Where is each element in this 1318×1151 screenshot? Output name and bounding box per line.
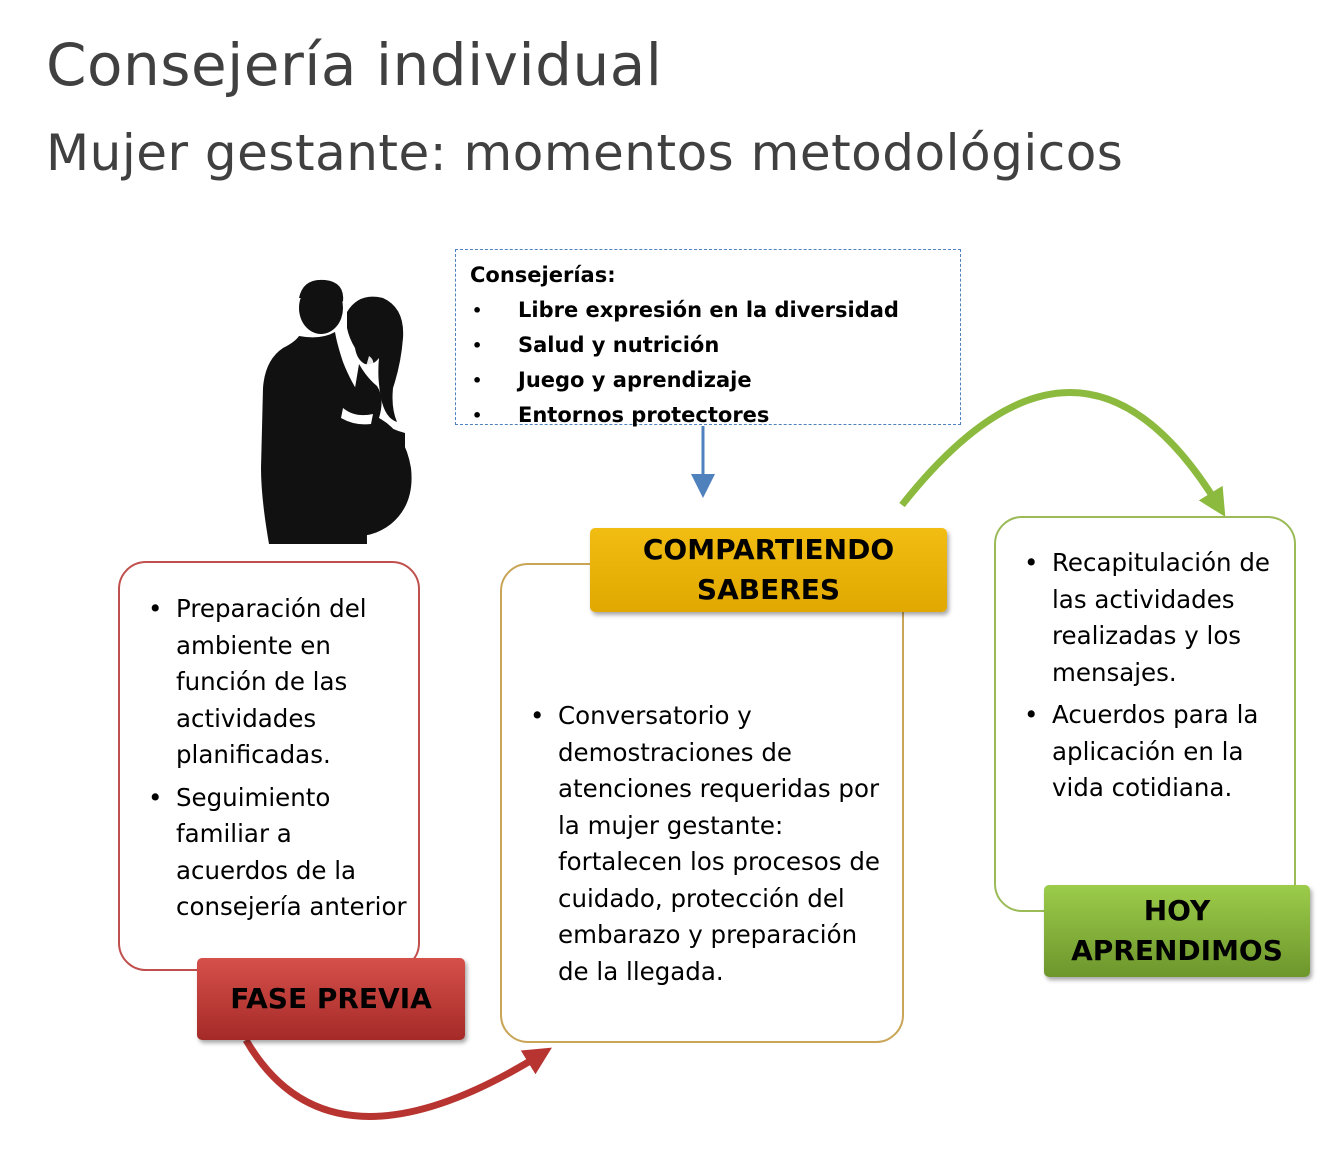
fase-previa-label-text: FASE PREVIA — [230, 982, 432, 1015]
compartiendo-list: Conversatorio y demostraciones de atenci… — [530, 698, 894, 990]
compartiendo-saberes-card: Conversatorio y demostraciones de atenci… — [500, 563, 904, 1043]
list-item: Seguimiento familiar a acuerdos de la co… — [148, 780, 410, 926]
consejerias-box: Consejerías: Libre expresión en la diver… — [455, 249, 961, 433]
list-item: Entornos protectores — [470, 398, 946, 433]
couple-silhouette-icon — [261, 279, 412, 544]
consejerias-heading: Consejerías: — [470, 263, 616, 287]
hoy-aprendimos-card: Recapitulación de las actividades realiz… — [994, 516, 1296, 912]
hoy-label-line1: HOY — [1143, 894, 1211, 927]
list-item: Libre expresión en la diversidad — [470, 293, 946, 328]
list-item: Acuerdos para la aplicación en la vida c… — [1024, 697, 1286, 807]
list-item: Salud y nutrición — [470, 328, 946, 363]
curved-arrow-icon — [242, 1038, 552, 1120]
compartiendo-label-line1: COMPARTIENDO — [642, 533, 895, 566]
fase-previa-label: FASE PREVIA — [197, 958, 465, 1040]
compartiendo-saberes-label: COMPARTIENDO SABERES — [590, 528, 947, 612]
compartiendo-label-line2: SABERES — [696, 573, 841, 606]
hoy-aprendimos-list: Recapitulación de las actividades realiz… — [1024, 545, 1286, 807]
list-item: Conversatorio y demostraciones de atenci… — [530, 698, 894, 990]
hoy-label-line2: APRENDIMOS — [1071, 934, 1283, 967]
fase-previa-list: Preparación del ambiente en función de l… — [148, 591, 410, 926]
consejerias-list: Libre expresión en la diversidad Salud y… — [470, 293, 946, 433]
list-item: Preparación del ambiente en función de l… — [148, 591, 410, 774]
hoy-aprendimos-label: HOY APRENDIMOS — [1044, 885, 1310, 977]
curved-arrow-icon — [899, 389, 1226, 517]
list-item: Recapitulación de las actividades realiz… — [1024, 545, 1286, 691]
page-subtitle: Mujer gestante: momentos metodológicos — [46, 124, 1124, 182]
list-item: Juego y aprendizaje — [470, 363, 946, 398]
fase-previa-card: Preparación del ambiente en función de l… — [118, 561, 420, 971]
page-title: Consejería individual — [46, 31, 663, 99]
